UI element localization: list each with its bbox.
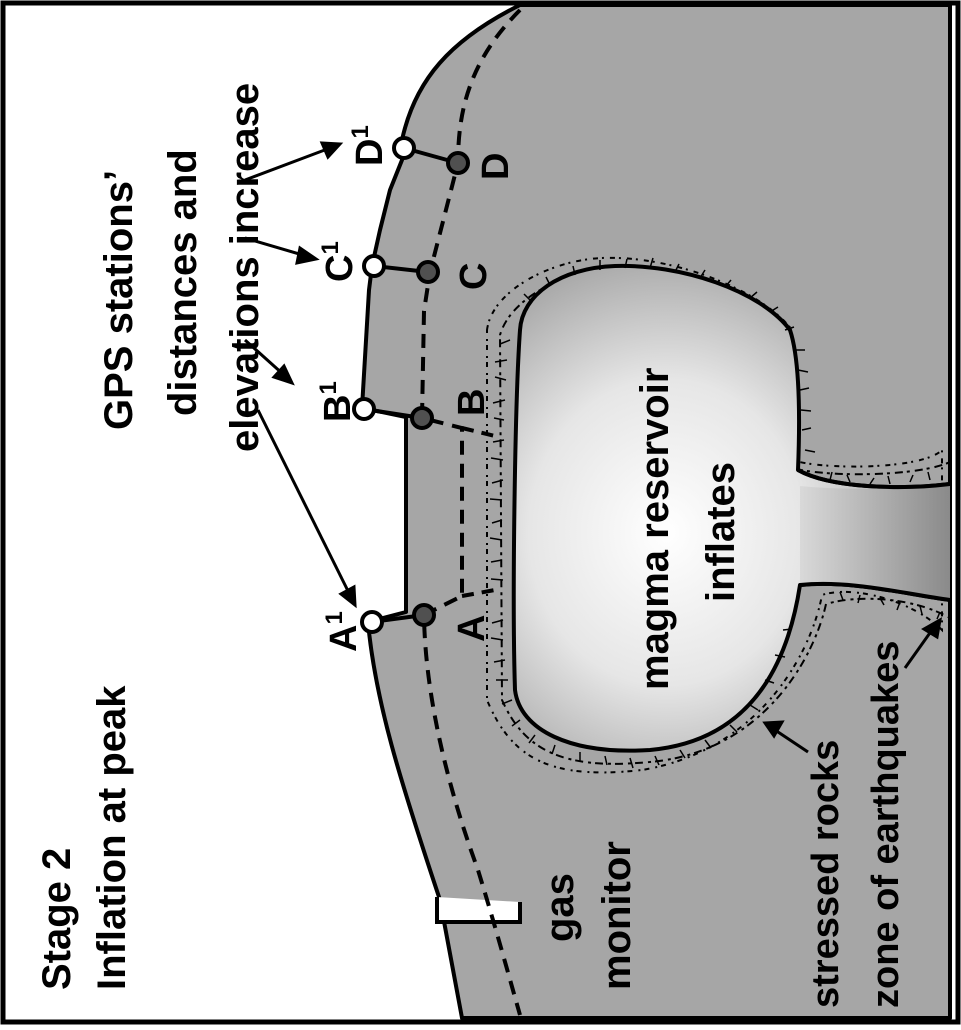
station-a-moved [362, 612, 382, 632]
label-a-moved: A1 [321, 611, 365, 652]
label-c-moved: C1 [317, 241, 361, 282]
station-a-original [414, 605, 434, 625]
gps-note-line1: GPS stations’ [97, 170, 141, 430]
label-d-moved: D1 [347, 125, 391, 166]
gas-label-line2: monitor [595, 841, 639, 990]
gas-label-line1: gas [538, 873, 582, 942]
station-c-moved [364, 256, 384, 276]
station-d-original [448, 153, 468, 173]
stress-label-line1: stressed rocks [805, 740, 847, 1008]
station-d-moved [394, 138, 414, 158]
station-b-original [412, 408, 432, 428]
station-c-original [418, 262, 438, 282]
stage-title-line1: Stage 2 [35, 848, 79, 990]
stage-title: Stage 2 Inflation at peak [35, 685, 134, 990]
stage-title-line2: Inflation at peak [90, 685, 134, 990]
reservoir-label-line2: inflates [699, 462, 743, 602]
label-a-original: A [451, 615, 493, 642]
reservoir-label-line1: magma reservoir [633, 368, 677, 690]
label-d-original: D [475, 153, 517, 180]
gps-note-line3: elevations increase [223, 83, 267, 452]
stress-label-line2: zone of earthquakes [865, 641, 907, 1008]
gps-note: GPS stations’ distances and elevations i… [97, 83, 267, 452]
label-b-moved: B1 [315, 381, 359, 422]
gps-note-line2: distances and [161, 149, 205, 416]
label-b-original: B [451, 389, 493, 416]
label-c-original: C [453, 263, 495, 290]
